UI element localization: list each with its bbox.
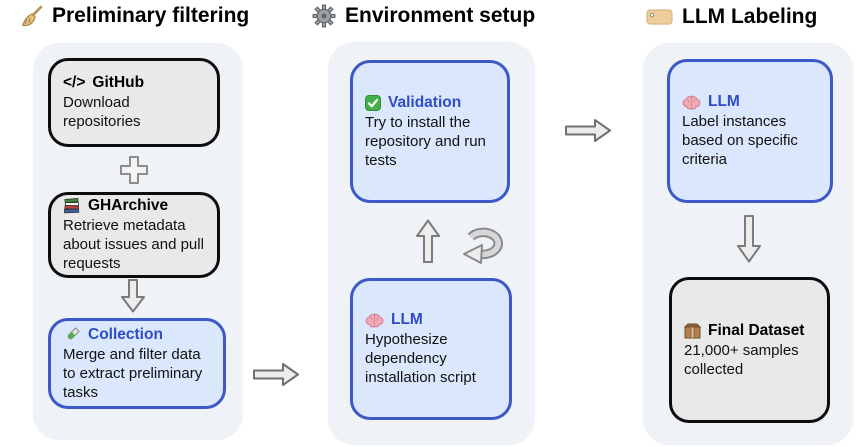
node-title: GHArchive [88,197,169,214]
node-body: Retrieve metadata about issues and pull … [63,217,204,272]
node-gharchive-title-row: GHArchive [63,197,205,215]
right-arrow-icon [565,119,611,142]
node-body: Merge and filter data to extract prelimi… [63,345,203,401]
node-llm-title-row: LLM [365,311,497,329]
node-title: LLM [708,93,740,110]
right-arrow-icon [253,363,299,386]
node-final-dataset: Final Dataset 21,000+ samples collected [669,277,830,423]
test-tube-icon [67,326,80,339]
node-title: Final Dataset [708,321,805,339]
section-title: LLM Labeling [682,5,818,28]
tag-icon [646,9,673,25]
loop-arrow-icon [463,227,503,264]
brain-icon [365,313,384,328]
node-collection: Collection Merge and filter data to extr… [48,318,226,409]
down-arrow-icon [121,279,145,313]
node-collection-title-row: Collection [63,326,211,344]
section-header-preliminary-filtering: Preliminary filtering [20,4,249,28]
package-icon [684,323,701,338]
node-validation: Validation Try to install the repository… [350,60,510,203]
node-validation-title-row: Validation [365,94,495,112]
panel-environment-setup: Validation Try to install the repository… [328,42,535,445]
node-title: LLM [391,311,423,328]
section-title: Preliminary filtering [52,4,250,27]
code-icon: </> [63,74,86,91]
gear-icon [312,4,336,28]
panel-preliminary-filtering: </> GitHub Download repositories GHArchi… [33,43,243,440]
down-arrow-icon [737,215,761,263]
node-final-dataset-title-row: Final Dataset [684,322,815,340]
node-gharchive: GHArchive Retrieve metadata about issues… [48,192,220,278]
node-llm-label: LLM Label instances based on specific cr… [667,59,833,203]
node-github-title-row: </> GitHub [63,74,205,92]
section-header-environment-setup: Environment setup [312,4,535,28]
node-body: 21,000+ samples collected [684,341,799,378]
section-title: Environment setup [345,4,536,27]
broom-icon [22,5,43,26]
node-title: Validation [388,93,462,111]
plus-connector [120,156,148,184]
check-icon [365,94,381,111]
node-llm-hypothesize: LLM Hypothesize dependency installation … [350,278,512,420]
brain-icon [682,95,701,110]
node-title: GitHub [92,74,145,91]
node-body: Try to install the repository and run te… [365,113,486,169]
panel-llm-labeling: LLM Label instances based on specific cr… [643,43,853,445]
node-body: Label instances based on specific criter… [682,113,798,168]
books-icon [64,198,80,214]
node-body: Hypothesize dependency installation scri… [365,331,476,386]
node-body: Download repositories [63,94,141,130]
node-title: Collection [88,325,163,343]
section-header-llm-labeling: LLM Labeling [646,5,817,29]
up-arrow-icon [416,219,440,263]
node-github: </> GitHub Download repositories [48,58,220,147]
node-llm-label-title-row: LLM [682,93,818,111]
